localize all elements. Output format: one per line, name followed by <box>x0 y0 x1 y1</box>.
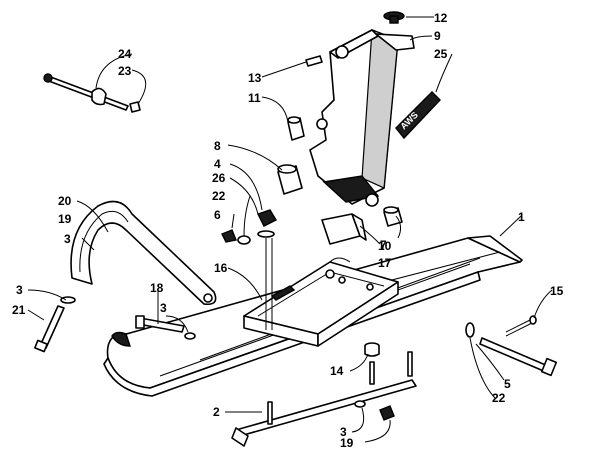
spindle-cap <box>383 11 405 24</box>
callout-23: 23 <box>118 64 132 78</box>
callout-1: 1 <box>518 210 525 224</box>
spacer-14 <box>364 342 380 357</box>
callout-7: 7 <box>380 238 387 252</box>
callout-3-saddle: 3 <box>160 301 167 315</box>
callout-10: 10 <box>378 239 392 253</box>
ski-loop <box>70 200 217 306</box>
bumper <box>321 213 367 245</box>
lower-nuts <box>354 400 395 421</box>
callout-14: 14 <box>330 364 344 378</box>
callout-19-lower: 19 <box>340 436 354 450</box>
callout-3-loop: 3 <box>64 232 71 246</box>
callout-26: 26 <box>212 171 226 185</box>
callout-12: 12 <box>434 11 448 25</box>
callout-3-bolt: 3 <box>16 283 23 297</box>
callout-11: 11 <box>248 91 261 105</box>
ski-saddle <box>243 261 399 347</box>
cotter-pin <box>505 315 537 337</box>
bushing-10 <box>383 206 403 227</box>
aws-decal: AWS <box>395 91 441 140</box>
callout-16: 16 <box>214 261 228 275</box>
callout-9: 9 <box>434 29 441 43</box>
saddle-bolt-18 <box>135 315 196 340</box>
leader-lines <box>27 16 553 443</box>
callout-19-loop: 19 <box>58 212 72 226</box>
nut-4 <box>257 209 277 330</box>
callout-2: 2 <box>213 405 220 419</box>
callout-22-left: 22 <box>212 189 226 203</box>
callout-3-lower: 3 <box>340 425 347 439</box>
callout-8: 8 <box>214 139 221 153</box>
callout-13: 13 <box>248 71 262 85</box>
callout-22-right: 22 <box>492 391 506 405</box>
bushing-upper <box>287 116 305 141</box>
callout-labels: 1 2 3 3 3 3 4 5 6 7 8 9 10 11 12 13 14 1… <box>12 11 564 450</box>
washer-and-nut-left <box>221 229 251 245</box>
callout-25: 25 <box>434 47 448 61</box>
wear-bar <box>231 351 417 447</box>
callout-17: 17 <box>378 256 392 270</box>
bolt-24 <box>43 73 141 113</box>
callout-21: 21 <box>12 303 26 317</box>
loop-bolt <box>34 296 76 353</box>
grease-fitting <box>305 55 323 67</box>
callout-4: 4 <box>214 157 221 171</box>
bushing-8 <box>277 164 303 195</box>
callout-18: 18 <box>150 281 164 295</box>
callout-15: 15 <box>550 284 564 298</box>
callout-20: 20 <box>58 194 72 208</box>
callout-6: 6 <box>214 208 221 222</box>
spindle <box>309 29 415 207</box>
through-bolt-5 <box>465 322 558 377</box>
callout-5: 5 <box>504 377 511 391</box>
callout-24: 24 <box>118 47 132 61</box>
